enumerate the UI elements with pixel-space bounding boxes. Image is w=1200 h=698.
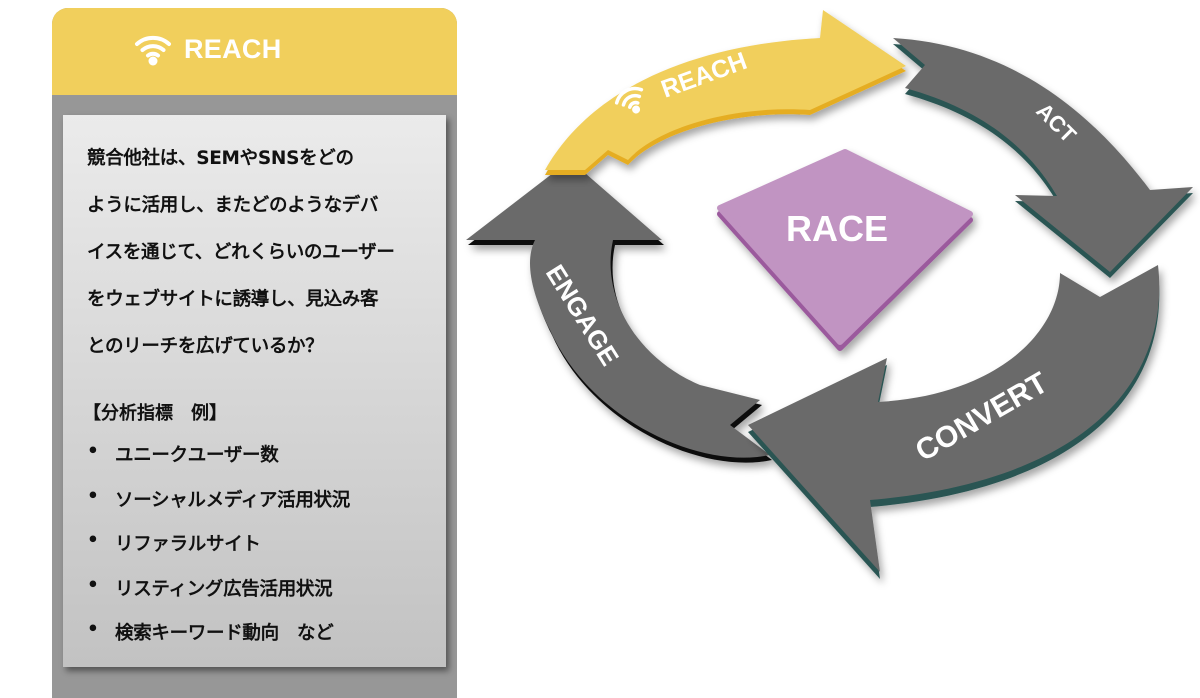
metrics-list: • ユニークユーザー数 • ソーシャルメディア活用状況 • リファラルサイト • リステ… <box>87 441 350 664</box>
metric-label: 検索キーワード動向 など <box>115 623 334 644</box>
reach-arrow: REACH <box>545 10 906 175</box>
metric-item: • 検索キーワード動向 など <box>87 619 350 664</box>
bullet: • <box>87 485 99 507</box>
race-center-block: RACE <box>717 149 973 351</box>
metric-item: • ユニークユーザー数 <box>87 441 350 486</box>
metric-item: • ソーシャルメディア活用状況 <box>87 486 350 531</box>
metric-label: ソーシャルメディア活用状況 <box>115 489 350 511</box>
reach-description-panel: 競合他社は、SEMやSNSをどの ように活用し、またどのようなデバ イスを通じて… <box>63 115 446 667</box>
metric-label: ユニークユーザー数 <box>115 445 279 466</box>
card-title: REACH <box>184 33 282 64</box>
metric-label: リファラルサイト <box>115 534 261 555</box>
description-line: をウェブサイトに誘導し、見込み客 <box>87 289 379 310</box>
reach-card: REACH 競合他社は、SEMやSNSをどの ように活用し、またどのようなデバ … <box>52 8 457 698</box>
description-line: とのリーチを広げているか？ <box>87 336 324 357</box>
bullet: • <box>87 441 99 462</box>
bullet: • <box>87 530 99 551</box>
description-line: 競合他社は、SEMやSNSをどの <box>87 148 354 169</box>
bullet: • <box>87 619 99 640</box>
wifi-icon <box>135 35 171 66</box>
description-line: ように活用し、またどのようなデバ <box>87 195 379 216</box>
wifi-icon <box>614 86 644 114</box>
race-label: RACE <box>786 208 888 249</box>
description-line: イスを通じて、どれくらいのユーザー <box>87 242 395 263</box>
metric-item: • リファラルサイト <box>87 530 350 575</box>
metric-label: リスティング広告活用状況 <box>115 578 333 600</box>
metrics-title: 【分析指標 例】 <box>83 403 227 424</box>
reach-card-header: REACH <box>52 8 457 95</box>
engage-arrow: ENGAGE <box>466 160 772 463</box>
reach-description: 競合他社は、SEMやSNSをどの ように活用し、またどのようなデバ イスを通じて… <box>87 135 437 370</box>
bullet: • <box>87 574 99 596</box>
metric-item: • リスティング広告活用状況 <box>87 575 350 620</box>
